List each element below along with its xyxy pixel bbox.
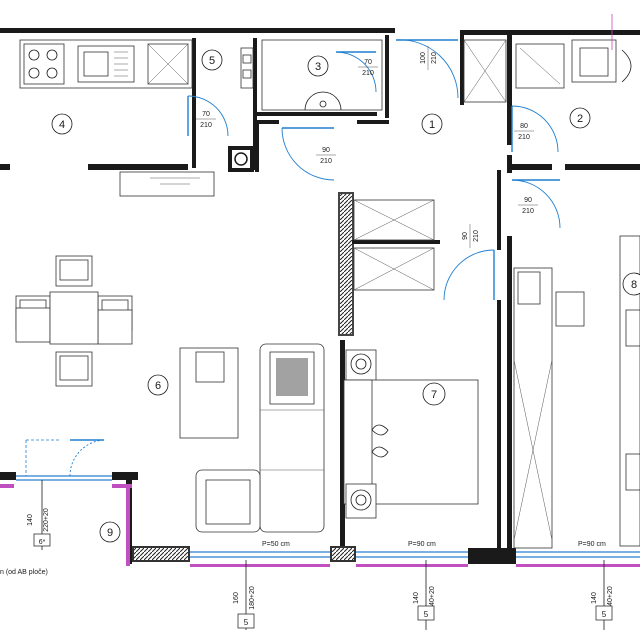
bathroom-2-fixtures xyxy=(463,39,632,103)
doors xyxy=(25,39,561,477)
dining-set xyxy=(15,255,133,387)
room-marker-4: 4 xyxy=(51,113,73,135)
door-label: 90 210 xyxy=(518,197,538,215)
window-dim: 140 220+20 6* xyxy=(27,480,51,550)
svg-text:5: 5 xyxy=(602,610,607,619)
living-furniture xyxy=(179,343,325,533)
window-dim-markers: 160 180+20 5 140 140+20 5 140 140+20 5 xyxy=(0,480,614,630)
svg-text:210: 210 xyxy=(320,158,332,165)
slab-note: n (od AB ploče) xyxy=(0,569,48,576)
door-label: 100 210 xyxy=(420,46,438,70)
svg-text:210: 210 xyxy=(200,122,212,129)
door-label: 80 210 xyxy=(514,123,534,141)
walls xyxy=(0,28,640,564)
svg-text:90: 90 xyxy=(322,147,330,154)
svg-text:8: 8 xyxy=(631,279,637,291)
bed xyxy=(343,349,479,519)
window-parapet-label: P=90 cm xyxy=(408,541,436,548)
svg-text:220+20: 220+20 xyxy=(43,508,50,532)
svg-text:70: 70 xyxy=(364,59,372,66)
svg-text:140+20: 140+20 xyxy=(607,586,614,610)
door-label: 90 210 xyxy=(316,147,336,165)
pantry-equipment xyxy=(228,47,254,172)
room-markers: 1 2 3 4 5 6 7 8 9 xyxy=(51,49,640,543)
svg-text:140: 140 xyxy=(591,592,598,604)
svg-text:7: 7 xyxy=(431,389,437,401)
svg-text:6: 6 xyxy=(155,380,161,392)
svg-text:70: 70 xyxy=(202,111,210,118)
svg-text:5: 5 xyxy=(424,610,429,619)
svg-text:2: 2 xyxy=(577,113,583,125)
kitchen-counter xyxy=(19,39,215,197)
window-dim: 160 180+20 5 xyxy=(233,560,256,630)
svg-text:9: 9 xyxy=(107,527,113,539)
balcony-edges xyxy=(0,484,640,567)
svg-text:90: 90 xyxy=(524,197,532,204)
svg-text:3: 3 xyxy=(315,61,321,73)
svg-text:210: 210 xyxy=(431,52,438,64)
svg-text:4: 4 xyxy=(59,119,65,131)
room-marker-5: 5 xyxy=(201,49,223,71)
svg-text:1: 1 xyxy=(429,119,435,131)
svg-text:140+20: 140+20 xyxy=(429,586,436,610)
svg-text:210: 210 xyxy=(473,230,480,242)
svg-text:210: 210 xyxy=(518,134,530,141)
room-marker-2: 2 xyxy=(569,107,591,129)
room-marker-8: 8 xyxy=(622,272,640,296)
svg-text:210: 210 xyxy=(522,208,534,215)
svg-text:140: 140 xyxy=(413,592,420,604)
window-dim: 140 140+20 5 xyxy=(591,560,614,630)
door-labels: 70 210 100 210 80 210 70 210 90 210 90 2… xyxy=(196,46,538,248)
svg-text:6*: 6* xyxy=(39,539,46,546)
room-marker-3: 3 xyxy=(307,55,329,77)
room-marker-6: 6 xyxy=(147,374,169,396)
svg-text:140: 140 xyxy=(27,514,34,526)
door-label: 70 210 xyxy=(196,111,216,129)
svg-text:90: 90 xyxy=(462,232,469,240)
room-marker-9: 9 xyxy=(99,521,121,543)
svg-text:80: 80 xyxy=(520,123,528,130)
door-label: 90 210 xyxy=(462,224,480,248)
door-label: 70 210 xyxy=(358,59,378,77)
svg-text:180+20: 180+20 xyxy=(249,586,256,610)
svg-text:5: 5 xyxy=(209,55,215,67)
windows: P=50 cm P=90 cm P=90 cm xyxy=(16,475,640,558)
window-dim: 140 140+20 5 xyxy=(413,560,436,630)
svg-text:160: 160 xyxy=(233,592,240,604)
svg-text:5: 5 xyxy=(244,618,249,627)
svg-text:210: 210 xyxy=(362,70,374,77)
window-parapet-label: P=90 cm xyxy=(578,541,606,548)
room-8-furniture xyxy=(513,235,640,549)
room-marker-1: 1 xyxy=(421,113,443,135)
svg-text:100: 100 xyxy=(420,52,427,64)
room-marker-7: 7 xyxy=(422,382,446,406)
window-parapet-label: P=50 cm xyxy=(262,541,290,548)
entry-closets xyxy=(353,199,435,291)
